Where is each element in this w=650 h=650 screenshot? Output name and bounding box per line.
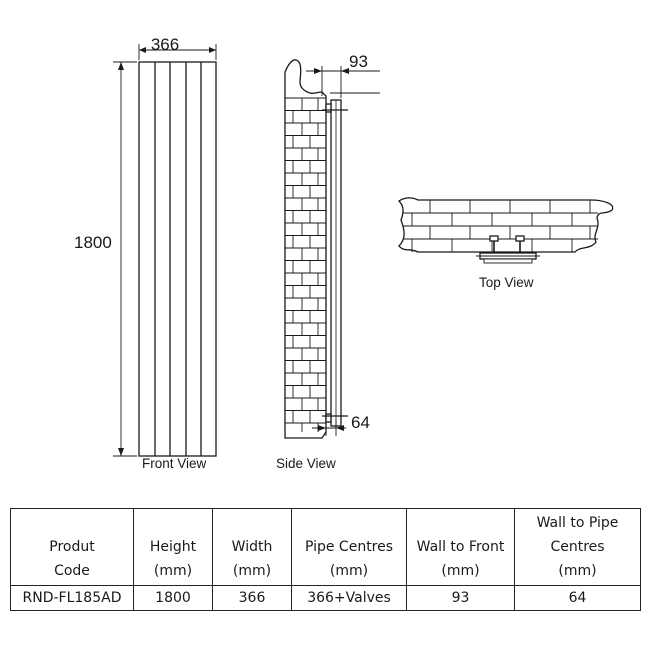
radiator-front-outline <box>138 61 217 457</box>
technical-drawing: 366 1800 93 64 Front View Side View Top … <box>74 35 614 471</box>
width-dimension-label: 366 <box>151 35 179 54</box>
top-wall-bricks <box>403 200 598 252</box>
front-view-caption: Front View <box>142 456 207 471</box>
front-view-drawing <box>113 44 217 457</box>
wall-to-front-label: 93 <box>349 52 368 71</box>
top-view-caption: Top View <box>479 275 534 290</box>
header-text-line: (mm) <box>329 563 369 579</box>
header-text-line: Wall to Pipe <box>536 515 619 531</box>
header-text-line: Code <box>54 563 90 579</box>
header-text-line: Wall to Front <box>416 539 505 555</box>
side-view-caption: Side View <box>276 456 336 471</box>
header-text-line: (mm) <box>153 563 193 579</box>
header-text-line: (mm) <box>441 563 480 579</box>
header-text-line: Pipe Centres <box>304 539 394 555</box>
header-text-line: Produt <box>49 539 95 555</box>
radiator-columns <box>154 62 202 456</box>
table-header-cell: Wall to Front (mm) <box>406 508 515 586</box>
brick-wall-top <box>397 197 614 253</box>
radiator-top-profile <box>476 235 540 264</box>
table-header-cell: Pipe Centres (mm) <box>291 508 407 586</box>
table-header-cell: Width (mm) <box>212 508 292 586</box>
side-wall-bricks <box>285 97 326 432</box>
side-view-drawing <box>284 59 380 439</box>
header-text-line: Width <box>231 539 273 555</box>
height-dimension-label: 1800 <box>74 233 112 252</box>
table-cell: 366 <box>212 585 292 611</box>
header-text-line: (mm) <box>558 563 597 579</box>
header-text-line: Height <box>149 539 197 555</box>
top-view-drawing <box>397 197 614 264</box>
table-cell: 64 <box>514 585 641 611</box>
table-header-cell: Height (mm) <box>133 508 213 586</box>
table-cell: 1800 <box>133 585 213 611</box>
table-cell: 93 <box>406 585 515 611</box>
table-cell: 366+Valves <box>291 585 407 611</box>
table-cell: RND-FL185AD <box>10 585 134 611</box>
wall-to-pipe-label: 64 <box>351 413 370 432</box>
header-text-line: Centres <box>550 539 605 555</box>
header-text-line: (mm) <box>232 563 272 579</box>
brick-wall-side <box>284 59 327 439</box>
